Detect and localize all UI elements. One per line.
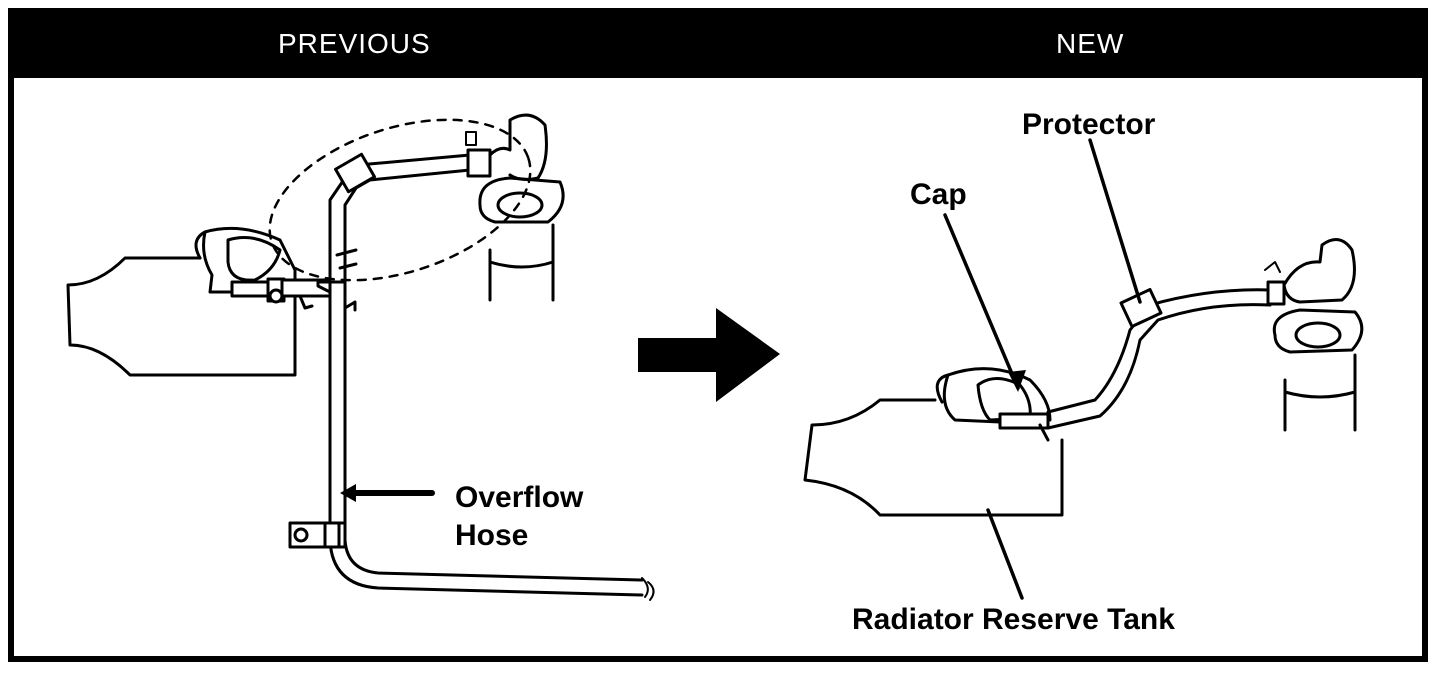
tank-label: Radiator Reserve Tank — [852, 603, 1175, 636]
diagram-frame: PREVIOUS NEW — [8, 8, 1428, 662]
new-radiator-neck — [1264, 238, 1364, 432]
previous-hose-clip — [288, 521, 347, 549]
previous-hose-upper-section — [328, 131, 492, 284]
new-overflow-hose — [1046, 287, 1272, 430]
header-bar: PREVIOUS NEW — [14, 14, 1422, 78]
cap-arrowhead — [1008, 370, 1026, 392]
overflow-label-line2: Hose — [455, 519, 529, 552]
leader-lines — [943, 138, 1142, 600]
cap-leader — [943, 213, 1020, 390]
previous-reserve-tank — [66, 226, 297, 377]
overflow-hose-arrow — [340, 484, 435, 502]
protector-label: Protector — [1022, 108, 1156, 141]
overflow-label-line1: Overflow — [455, 481, 584, 514]
previous-heading: PREVIOUS — [278, 28, 431, 59]
cap-label: Cap — [910, 178, 967, 211]
previous-cap-fitting — [230, 277, 332, 310]
new-heading: NEW — [1056, 28, 1125, 59]
tank-leader — [986, 508, 1024, 600]
protector-leader — [1088, 138, 1142, 304]
previous-highlight-ellipse — [268, 118, 532, 282]
transition-arrow — [638, 308, 780, 402]
previous-radiator-neck — [478, 113, 565, 302]
new-reserve-tank — [803, 367, 1064, 517]
